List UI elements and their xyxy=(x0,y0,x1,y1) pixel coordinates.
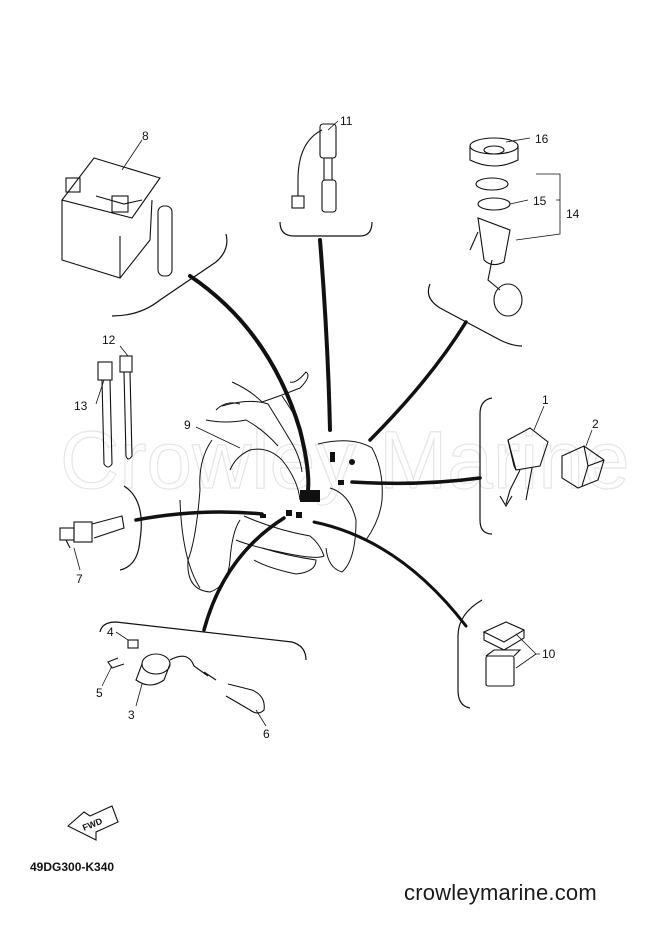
callout-10: 10 xyxy=(542,647,556,661)
battery-leader xyxy=(188,274,311,492)
callout-8: 8 xyxy=(142,129,149,143)
part-code: 49DG300-K340 xyxy=(30,860,115,874)
relay-group-outline xyxy=(479,397,493,535)
relay-leader xyxy=(350,476,482,486)
plug-leader xyxy=(134,510,264,522)
fuel-sender-group-outline xyxy=(427,283,523,347)
relay-part xyxy=(499,427,549,508)
scooter-frame-outline xyxy=(179,371,383,593)
callout-16: 16 xyxy=(535,132,549,146)
fuel-sender-leader xyxy=(368,320,468,442)
callout-14: 14 xyxy=(566,207,580,221)
watermark-text: Crowley Marine xyxy=(60,415,630,506)
sensor-group-outline xyxy=(279,221,373,237)
callout-6: 6 xyxy=(263,727,270,741)
regulator-group-outline xyxy=(457,599,483,709)
sensor-leader xyxy=(318,238,332,432)
callout-12: 12 xyxy=(102,333,116,347)
group-outlines xyxy=(99,221,523,709)
callout-labels: 8 11 16 15 14 12 13 9 1 2 7 4 5 3 6 10 xyxy=(74,114,599,741)
callout-1: 1 xyxy=(542,393,549,407)
callout-4: 4 xyxy=(107,625,114,639)
fwd-arrow-icon: FWD xyxy=(67,805,119,841)
fuel-sender-part xyxy=(469,137,523,317)
battery-group-outline xyxy=(111,233,228,317)
callout-13: 13 xyxy=(74,399,88,413)
callout-5: 5 xyxy=(96,686,103,700)
sensor-part xyxy=(291,123,337,213)
callout-2: 2 xyxy=(592,417,599,431)
cable-ties-part xyxy=(97,355,133,468)
callout-3: 3 xyxy=(128,708,135,722)
callout-leaders xyxy=(73,120,593,727)
callout-11: 11 xyxy=(340,114,353,128)
callout-9: 9 xyxy=(184,418,191,432)
regulator-leader xyxy=(312,520,468,628)
ignition-coil-part xyxy=(107,639,265,714)
leader-lines xyxy=(134,238,482,632)
flasher-part xyxy=(561,445,605,489)
connector-markers xyxy=(260,452,355,518)
regulator-part xyxy=(482,621,526,687)
battery-part xyxy=(61,157,173,279)
spark-plug-part xyxy=(59,515,125,549)
plug-group-outline xyxy=(119,485,142,571)
callout-7: 7 xyxy=(76,572,83,586)
callout-15: 15 xyxy=(533,194,547,208)
ignition-leader xyxy=(202,516,286,632)
website-link[interactable]: crowleymarine.com xyxy=(404,880,597,905)
ignition-group-outline xyxy=(99,621,307,661)
